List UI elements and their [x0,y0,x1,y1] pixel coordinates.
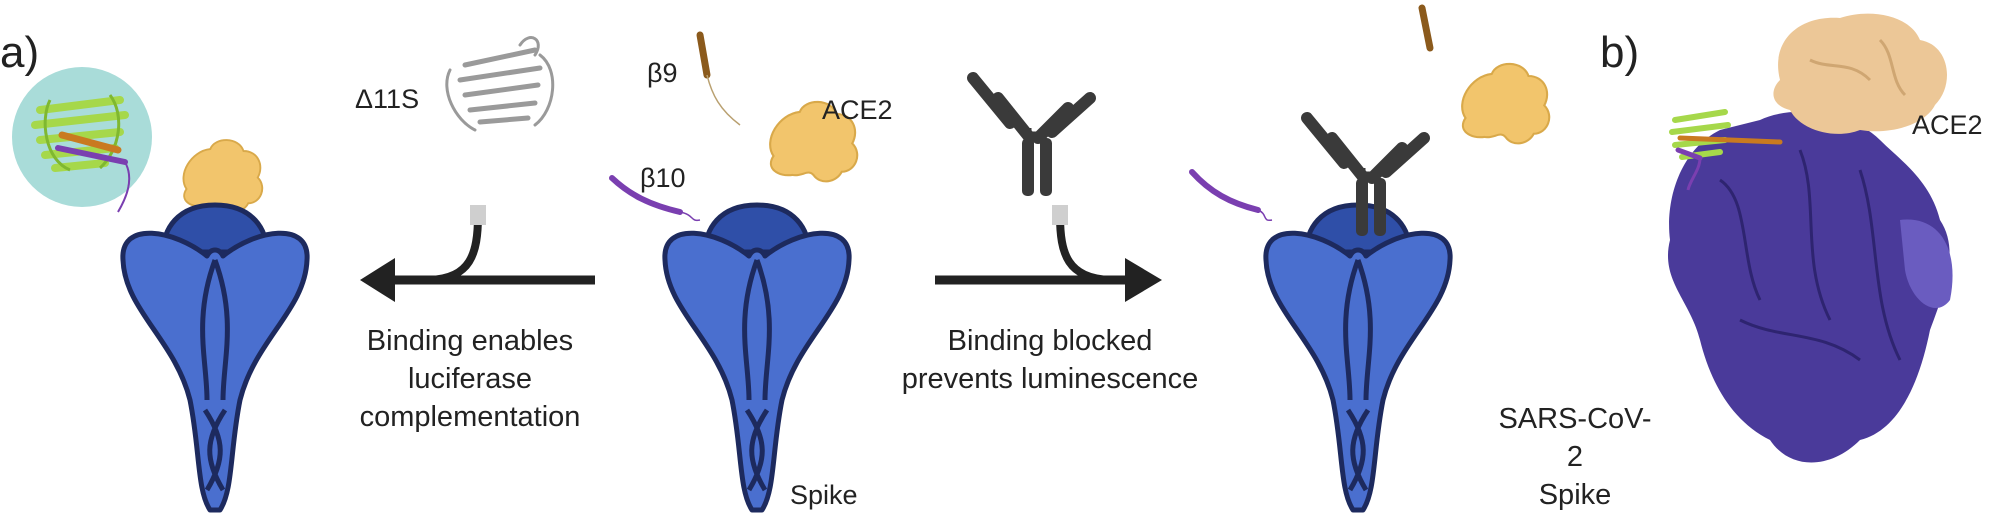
b9-strand-free [1418,4,1434,52]
arrow-left [360,205,595,302]
caption-right-line-1: Binding blocked [947,325,1153,357]
spike-right [1266,205,1450,510]
b10-strand-right [1189,169,1273,222]
ace2-free [1461,62,1551,145]
caption-left-line-3: complementation [359,401,581,433]
b9-label: β9 [647,58,678,88]
caption-right-line-2: prevents luminescence [901,363,1199,395]
ace2-structure [1773,13,1947,134]
caption-left-line-1: Binding enables [366,325,574,357]
spike-center [665,205,849,510]
luciferase-structure [31,94,131,213]
panel-b-label: b) [1600,28,1640,77]
spike-left [123,205,307,510]
ace2-label: ACE2 [822,95,893,125]
arrow-right [935,205,1162,302]
antibody-center [973,78,1090,196]
caption-right: Binding blocked prevents luminescence [880,322,1220,398]
bound-luciferase-structure [1669,109,1783,191]
ace2-structure-label: ACE2 [1912,110,1983,140]
b10-strand-center [609,175,701,222]
caption-left-line-2: luciferase [407,363,533,395]
caption-left: Binding enables luciferase complementati… [320,322,620,436]
d11s-structure [445,36,555,132]
sars-cov-2-spike-label: SARS-CoV-2 Spike [1495,400,1655,514]
b9-strand [696,31,741,126]
panel-a-label: a) [0,28,40,77]
spike-structure [1667,111,1953,463]
spike-label: Spike [790,480,858,510]
d11s-label: Δ11S [355,84,420,114]
b10-label: β10 [640,163,686,193]
sars-label-line-2: Spike [1538,479,1612,511]
sars-label-line-1: SARS-CoV-2 [1498,403,1652,473]
ace2-bound-left [182,139,264,213]
